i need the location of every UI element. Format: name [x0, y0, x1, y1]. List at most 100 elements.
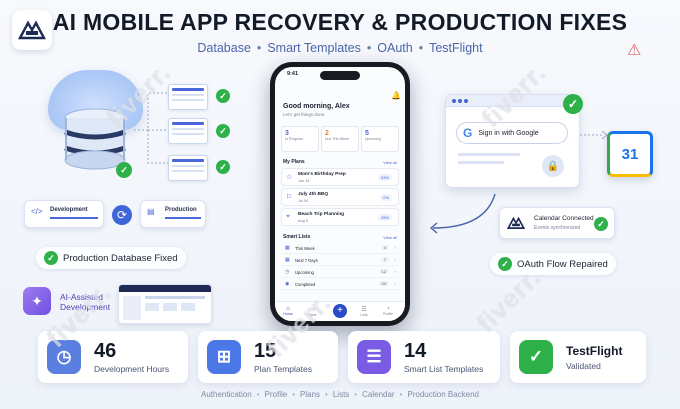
tab-bar: ⌂ Home ▭ Plans + ☰ Lists ◔ Profile [275, 301, 405, 321]
mini-app-preview [118, 284, 212, 324]
flag-icon: ⚐ [286, 194, 293, 201]
subtitle-item: OAuth [377, 41, 413, 55]
schema-panel [168, 155, 208, 181]
summary-stat[interactable]: 2 Due This Week [321, 126, 359, 152]
database-icon [64, 108, 126, 170]
plan-title: July 4th BBQ [298, 192, 329, 197]
plan-progress: 25% [377, 214, 392, 221]
check-icon: ✓ [563, 94, 583, 114]
summary-stat-value: 3 [285, 130, 289, 137]
plan-title: Beach Trip Planning [298, 212, 345, 217]
clipboard-icon: ▭ [309, 307, 315, 313]
production-card: ▤ Production [140, 200, 206, 228]
stat-card-plan-templates: ⊞ 15 Plan Templates [198, 331, 338, 383]
chevron-right-icon: › [394, 281, 396, 287]
phone-mockup: 9:41 🔔 Good morning, Alex Let's get thin… [270, 62, 410, 326]
phone-screen: 9:41 🔔 Good morning, Alex Let's get thin… [275, 67, 405, 321]
plan-item[interactable]: ☆ Mom's Birthday Prep Jun 14 33% [281, 168, 399, 186]
google-calendar-icon: 31 [607, 131, 653, 177]
plans-header: My Plans [283, 159, 305, 165]
smart-list-item[interactable]: ◉ Completed 24 › [281, 279, 399, 290]
smart-list-title: Upcoming [295, 270, 314, 275]
check-icon: ✓ [44, 251, 58, 265]
google-signin-button[interactable]: G Sign in with Google [456, 122, 568, 144]
development-label: Development [50, 207, 88, 213]
smart-list-count: 24 [378, 281, 389, 286]
window-dot [458, 99, 462, 103]
tab-label: Profile [383, 312, 393, 316]
summary-stat-label: Upcoming [365, 137, 381, 141]
tab-profile[interactable]: ◔ Profile [377, 306, 399, 316]
check-icon: ✓ [498, 257, 512, 271]
calendar-synced-label: Events synchronized [534, 225, 581, 231]
stat-card-hours: ◷ 46 Development Hours [38, 331, 188, 383]
tab-lists[interactable]: ☰ Lists [353, 306, 375, 317]
plan-title: Mom's Birthday Prep [298, 172, 346, 177]
check-icon: ✓ [216, 160, 230, 174]
greeting-title: Good morning, Alex [283, 103, 350, 110]
smart-lists-view-all-link[interactable]: View all [383, 235, 397, 240]
window-dot [452, 99, 456, 103]
tab-label: Lists [360, 313, 368, 317]
stat-label: Smart List Templates [404, 364, 484, 374]
user-icon: ◔ [386, 306, 390, 312]
brand-logo [12, 10, 52, 50]
summary-stat-value: 2 [325, 130, 329, 137]
stat-label: Validated [566, 361, 601, 371]
plan-progress: 33% [377, 174, 392, 181]
plan-item[interactable]: ⚐ July 4th BBQ Jul 04 0% [281, 188, 399, 206]
stat-value: 14 [404, 340, 427, 362]
smart-list-item[interactable]: ▦ This Week 4 › [281, 243, 399, 254]
db-fixed-badge: ✓ Production Database Fixed [36, 247, 186, 269]
tab-plans[interactable]: ▭ Plans [301, 306, 323, 317]
calendar-icon: ▦ [285, 257, 290, 263]
check-icon: ✓ [594, 217, 608, 231]
summary-stat[interactable]: 3 In Progress [281, 126, 319, 152]
window-dot [464, 99, 468, 103]
db-check-icon: ✓ [116, 162, 132, 178]
plan-date: Jul 04 [298, 199, 309, 203]
subtitle-item: Database [197, 41, 251, 55]
summary-stat-label: Due This Week [325, 137, 349, 141]
ai-label-line: Development [60, 302, 111, 313]
add-button[interactable]: + [333, 304, 347, 318]
page-subtitle: Database•Smart Templates•OAuth•TestFligh… [197, 41, 483, 55]
code-icon: </> [31, 207, 43, 216]
plan-item[interactable]: ⌖ Beach Trip Planning Aug 5 25% [281, 208, 399, 226]
bell-icon[interactable]: 🔔 [391, 91, 401, 100]
plans-view-all-link[interactable]: View all [383, 160, 397, 165]
stat-label: Plan Templates [254, 364, 312, 374]
smart-lists-header: Smart Lists [283, 234, 311, 240]
calendar-icon: ▦ [285, 245, 290, 251]
footer-item: Lists [332, 390, 350, 399]
smart-list-count: 4 [380, 245, 389, 250]
stat-value: 46 [94, 340, 117, 362]
google-signin-label: Sign in with Google [478, 129, 539, 137]
smart-list-title: Completed [295, 282, 316, 287]
chevron-right-icon: › [394, 257, 396, 263]
warning-icon: ⚠ [627, 42, 642, 59]
lock-icon: 🔒 [542, 155, 564, 177]
summary-stat-label: In Progress [285, 137, 303, 141]
summary-stat[interactable]: 5 Upcoming [361, 126, 399, 152]
stat-card-smart-lists: ☰ 14 Smart List Templates [348, 331, 500, 383]
smart-list-item[interactable]: ◷ Upcoming 12 › [281, 267, 399, 278]
smart-list-item[interactable]: ▦ Next 7 Days 7 › [281, 255, 399, 266]
footer-item: Plans [300, 390, 321, 399]
calendar-connected-label: Calendar Connected [534, 215, 594, 222]
check-icon: ✓ [216, 89, 230, 103]
connector-lines [134, 92, 168, 164]
stat-label: Development Hours [94, 364, 170, 374]
chevron-right-icon: › [394, 245, 396, 251]
smart-list-count: 7 [380, 257, 389, 262]
brand-logo-icon [18, 20, 46, 40]
tab-home[interactable]: ⌂ Home [277, 306, 299, 316]
ai-label: AI-Assisted Development [60, 292, 110, 312]
sparkle-icon: ✦ [23, 287, 51, 315]
chevron-right-icon: › [394, 269, 396, 275]
footer-item: Calendar [362, 390, 395, 399]
footer-item: Profile [264, 390, 288, 399]
stat-value: 15 [254, 340, 277, 362]
footer-nav: Authentication•Profile•Plans•Lists•Calen… [201, 390, 479, 399]
google-logo-icon: G [463, 126, 473, 140]
